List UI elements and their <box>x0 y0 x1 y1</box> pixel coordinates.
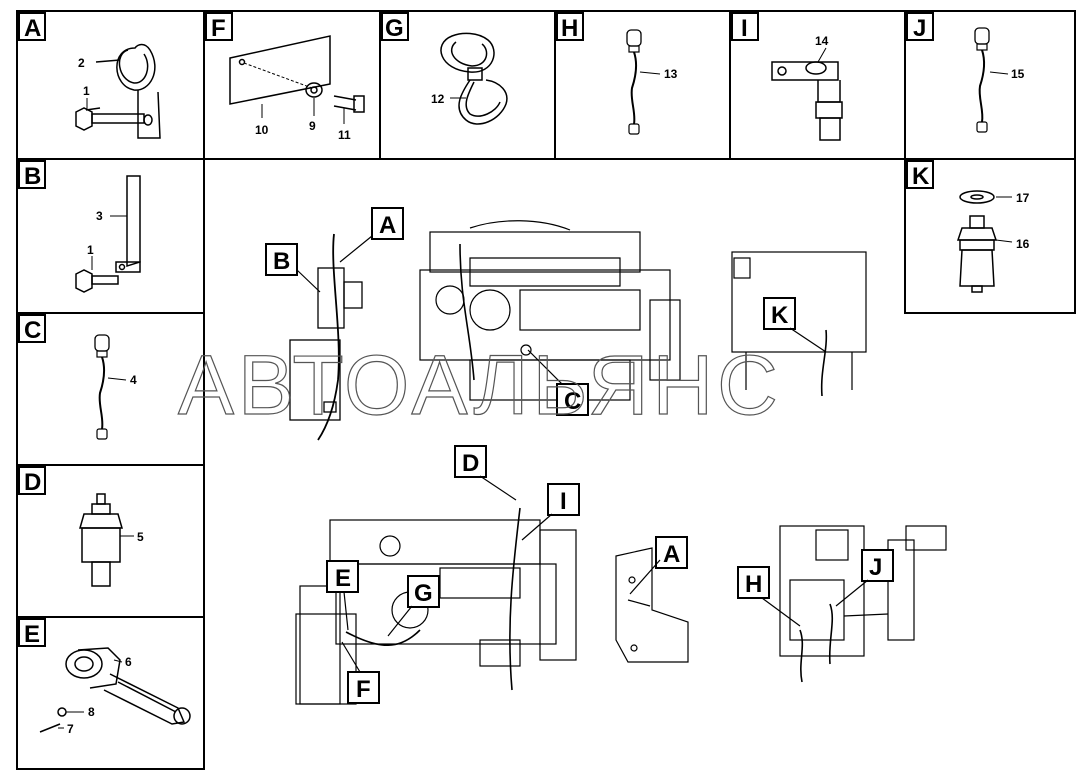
panel-letter-boxes <box>18 12 934 647</box>
main-label-a-top: A <box>379 212 396 239</box>
callout-15: 15 <box>1011 67 1025 81</box>
main-label-k: K <box>771 302 789 329</box>
main-top-radiator <box>731 251 867 397</box>
panel-letter-i: I <box>741 15 748 42</box>
main-top-bracket-assembly <box>289 233 363 441</box>
callout-4: 4 <box>130 373 137 387</box>
main-bottom-engine <box>295 507 577 705</box>
main-label-j: J <box>869 554 882 581</box>
main-top-engine <box>419 220 681 401</box>
panel-i-drawing <box>771 47 843 141</box>
panel-letter-d: D <box>24 469 41 496</box>
callout-3: 3 <box>96 209 103 223</box>
panel-k-drawing <box>956 190 1013 293</box>
panel-j-sensor <box>974 27 990 133</box>
callout-8: 8 <box>88 705 95 719</box>
panel-letter-h: H <box>561 15 578 42</box>
main-label-c: C <box>564 388 581 415</box>
main-leader-lines <box>296 235 869 673</box>
callout-14: 14 <box>815 34 829 48</box>
callout-6: 6 <box>125 655 132 669</box>
panel-letter-f: F <box>211 15 226 42</box>
panel-d-drawing <box>79 493 134 587</box>
callout-7: 7 <box>67 722 74 736</box>
panel-letter-g: G <box>385 15 404 42</box>
watermark: АВТОАЛЬЯНС <box>178 338 782 432</box>
panel-b-drawing <box>75 175 141 293</box>
callout-10: 10 <box>255 123 269 137</box>
main-label-i: I <box>560 488 567 515</box>
main-label-a-bottom: A <box>663 541 680 568</box>
panel-letter-e: E <box>24 621 40 648</box>
main-label-g: G <box>414 580 433 607</box>
main-label-d: D <box>462 450 479 477</box>
callout-1: 1 <box>83 84 90 98</box>
callout-12: 12 <box>431 92 445 106</box>
panel-letter-j: J <box>913 15 926 42</box>
main-bottom-filter-housing <box>779 525 947 683</box>
callout-9: 9 <box>309 119 316 133</box>
panel-a-drawing <box>75 43 161 139</box>
panel-e-drawing <box>39 647 191 733</box>
main-label-e: E <box>335 565 351 592</box>
main-label-boxes <box>265 207 894 704</box>
panel-h-sensor <box>626 29 642 135</box>
panel-g-drawing <box>440 32 508 125</box>
main-label-f: F <box>356 676 371 703</box>
panel-letter-a: A <box>24 15 41 42</box>
callout-1b: 1 <box>87 243 94 257</box>
panel-letter-c: C <box>24 317 41 344</box>
callout-13: 13 <box>664 67 678 81</box>
main-bottom-bracket <box>615 547 689 663</box>
callout-11: 11 <box>338 128 351 142</box>
main-label-h: H <box>745 571 762 598</box>
main-label-b: B <box>273 248 290 275</box>
callout-16: 16 <box>1016 237 1030 251</box>
callout-2: 2 <box>78 56 85 70</box>
panel-frames <box>16 10 1076 770</box>
panel-letter-b: B <box>24 163 41 190</box>
callout-5: 5 <box>137 530 144 544</box>
callout-17: 17 <box>1016 191 1030 205</box>
panel-f-drawing <box>229 35 365 124</box>
panel-c-sensor <box>94 334 110 440</box>
panel-letter-k: K <box>912 163 930 190</box>
